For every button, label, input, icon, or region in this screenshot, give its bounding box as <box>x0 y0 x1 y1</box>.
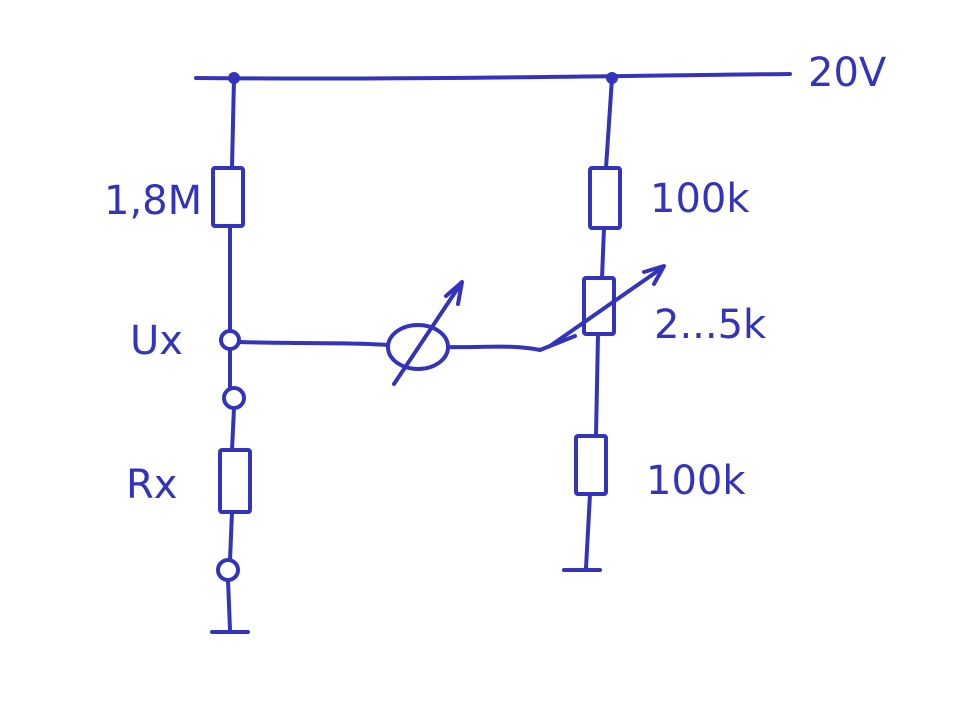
right-wire-lower <box>594 332 600 438</box>
label-potentiometer: 2...5k <box>654 302 767 348</box>
terminal-rx-bottom <box>216 558 240 582</box>
bridge-wire-left <box>237 340 390 347</box>
label-node-ux: Ux <box>130 318 183 364</box>
left-wire-rx-top <box>230 406 236 452</box>
meter-needle <box>392 286 460 386</box>
label-supply: 20V <box>808 50 887 96</box>
node-ux-terminal <box>219 329 241 351</box>
terminal-rx-top <box>222 386 246 410</box>
right-wire-ground <box>584 492 592 570</box>
right-wire-top <box>604 76 614 170</box>
label-resistor-rx: Rx <box>126 462 177 508</box>
resistor-100k-top <box>588 166 622 230</box>
left-wire-rx-bottom <box>228 510 234 562</box>
left-wire-ground <box>226 578 232 632</box>
label-resistor-100k-bottom: 100k <box>646 458 746 504</box>
supply-rail <box>194 72 792 81</box>
pot-wiper-arrow <box>548 266 664 348</box>
resistor-100k-bottom <box>574 434 608 496</box>
label-resistor-100k-top: 100k <box>650 176 750 222</box>
meter-arrowhead <box>444 280 464 306</box>
label-resistor-1-8m: 1,8M <box>104 178 202 224</box>
bridge-wire-right <box>446 334 577 352</box>
left-wire-top <box>230 76 236 170</box>
right-wire-to-pot <box>600 226 606 280</box>
resistor-rx <box>218 448 252 514</box>
pot-arrowhead <box>642 264 666 286</box>
resistor-1-8m <box>211 166 245 228</box>
